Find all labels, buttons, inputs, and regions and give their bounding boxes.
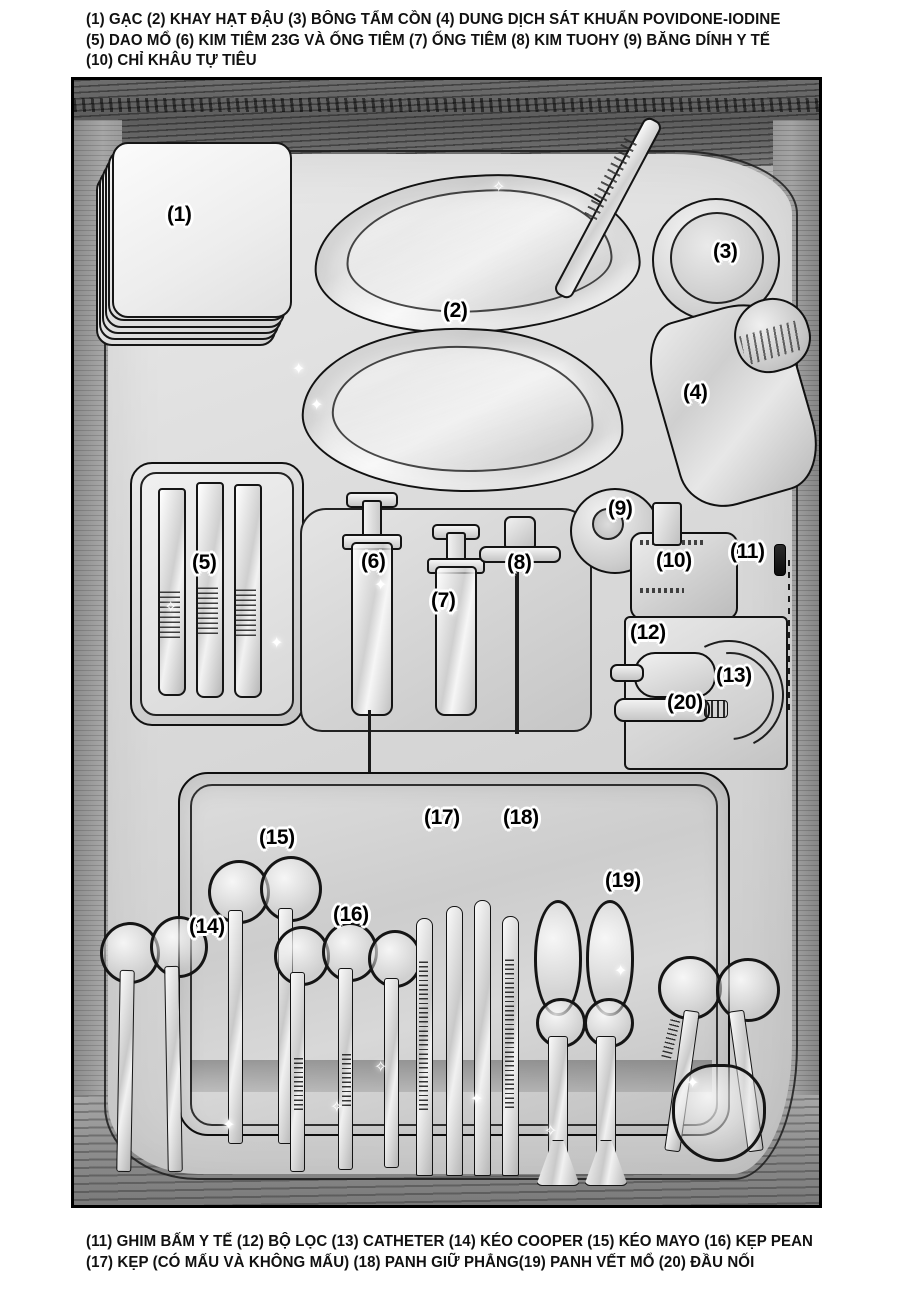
connector-threaded-tip — [704, 700, 728, 718]
flat-forceps-loop — [534, 900, 582, 1016]
tissue-forceps-plain — [446, 906, 463, 1176]
syringe-barrel — [435, 566, 477, 716]
filter-port — [610, 664, 644, 682]
retractor-spreader-loop — [672, 1064, 766, 1162]
retractor-ring — [716, 958, 780, 1022]
suture-pack — [630, 532, 738, 620]
callout-label-17: (17) — [424, 806, 460, 829]
gauze-sheet-top — [112, 142, 292, 318]
tuohy-needle-shaft — [515, 558, 519, 734]
scalpel-handle-grip — [198, 584, 218, 634]
caption-top-line-3: (10) CHỈ KHÂU TỰ TIÊU — [86, 52, 257, 69]
pean-clamp-jaw — [384, 978, 399, 1168]
caption-bottom-line-1: (11) GHIM BẤM Y TẾ (12) BỘ LỌC (13) CATH… — [86, 1233, 813, 1250]
callout-label-7: (7) — [431, 589, 456, 612]
callout-label-10: (10) — [656, 549, 692, 572]
callout-label-9: (9) — [608, 497, 633, 520]
caption-bottom-line-2: (17) KẸP (CÓ MẤU VÀ KHÔNG MẤU) (18) PANH… — [86, 1253, 755, 1271]
caption-top-line-2: (5) DAO MỔ (6) KIM TIÊM 23G VÀ ỐNG TIÊM … — [86, 31, 771, 49]
forceps-serration — [419, 960, 428, 1110]
needle-23g — [368, 710, 371, 788]
suture-pack-tab — [652, 502, 682, 546]
sterile-drape-outline — [104, 150, 798, 1180]
caption-bottom: (11) GHIM BẤM Y TẾ (12) BỘ LỌC (13) CATH… — [86, 1232, 852, 1273]
callout-label-2: (2) — [443, 299, 468, 322]
pean-clamp-serration — [294, 1058, 303, 1110]
callout-label-4: (4) — [683, 381, 708, 404]
tuohy-needle-wings — [479, 546, 561, 563]
gauze-stack — [96, 142, 292, 346]
callout-label-19: (19) — [605, 869, 641, 892]
callout-label-12: (12) — [630, 621, 666, 644]
tissue-forceps-plain — [474, 900, 491, 1176]
forceps-serration — [505, 958, 514, 1108]
syringe-barrel-23g — [351, 542, 393, 716]
alcohol-cotton-jar-opening — [670, 212, 764, 304]
suture-pack-text-line — [640, 588, 684, 593]
illustration-panel: ✦ ✧ ✦ ✧ ✦ ✦ ✧ ✦ ✧ ✦ ✧ ✦ ✧ ✦ (1)(2)(3)(4)… — [71, 77, 822, 1208]
callout-label-15: (15) — [259, 826, 295, 849]
mayo-scissors-ring — [260, 856, 322, 922]
callout-label-18: (18) — [503, 806, 539, 829]
callout-label-5: (5) — [192, 551, 217, 574]
surgical-staple — [774, 544, 786, 576]
callout-label-8: (8) — [507, 551, 532, 574]
callout-label-1: (1) — [167, 203, 192, 226]
scalpel-handle-grip — [236, 586, 256, 636]
scalpel-handle-grip — [160, 588, 180, 638]
callout-label-14: (14) — [189, 915, 225, 938]
callout-label-20: (20) — [667, 691, 703, 714]
pean-clamp-serration — [342, 1054, 351, 1106]
callout-label-13: (13) — [716, 664, 752, 687]
callout-label-3: (3) — [713, 240, 738, 263]
callout-label-11: (11) — [730, 540, 765, 563]
callout-label-16: (16) — [333, 903, 369, 926]
medical-tape-core — [592, 508, 624, 540]
caption-top-line-1: (1) GẠC (2) KHAY HẠT ĐẬU (3) BÔNG TẨM CỒ… — [86, 11, 781, 28]
callout-label-6: (6) — [361, 550, 386, 573]
caption-top: (1) GẠC (2) KHAY HẠT ĐẬU (3) BÔNG TẨM CỒ… — [86, 10, 852, 72]
mayo-scissors-blade — [228, 910, 243, 1144]
staple-leader-line — [788, 560, 790, 710]
connector — [614, 698, 710, 722]
